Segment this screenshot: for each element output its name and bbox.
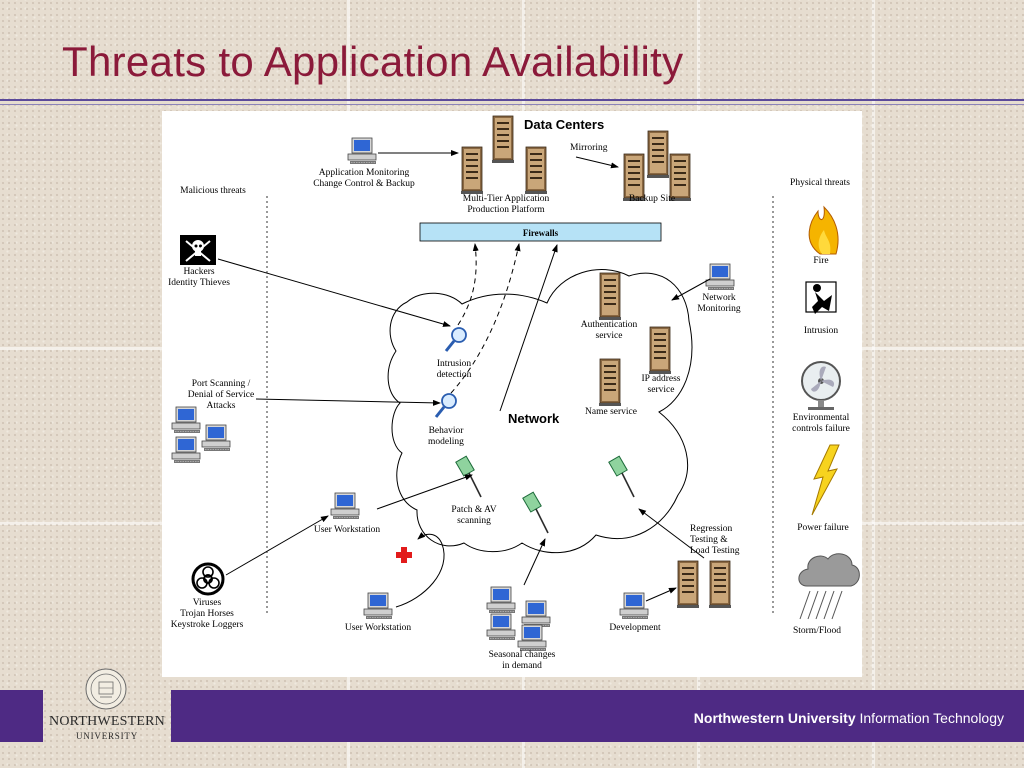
logo-subtitle: UNIVERSITY (76, 731, 138, 741)
viruses-line-3: Keystroke Loggers (170, 620, 244, 630)
port-scanning-label: Port Scanning / Denial of Service Attack… (180, 379, 262, 412)
authentication-line-1: Authentication (580, 320, 638, 330)
hackers-line-2: Identity Thieves (168, 278, 230, 288)
ip-address-label: IP address service (632, 374, 690, 396)
environmental-label: Environmental controls failure (782, 413, 860, 435)
hackers-line-1: Hackers (183, 267, 215, 277)
malicious-threats-label: Malicious threats (180, 186, 246, 196)
slide-title: Threats to Application Availability (62, 38, 684, 85)
ip-address-line-2: service (647, 385, 675, 395)
diagram-drawing (171, 115, 860, 652)
user-workstation-2-label: User Workstation (344, 623, 412, 633)
regression-label: Regression Testing & Load Testing (690, 524, 740, 557)
network-monitoring-line-1: Network (702, 293, 736, 303)
ip-address-line-1: IP address (641, 374, 681, 384)
multi-tier-label: Multi-Tier Application Production Platfo… (446, 194, 566, 216)
authentication-line-2: service (595, 331, 623, 341)
seasonal-line-2: in demand (502, 661, 542, 671)
multi-tier-line-2: Production Platform (467, 205, 545, 215)
storm-flood-label: Storm/Flood (792, 626, 842, 636)
intrusion-detection-label: Intrusion detection (428, 359, 480, 381)
name-service-label: Name service (585, 407, 637, 417)
title-rule-bottom (0, 104, 1024, 105)
footer-org: Northwestern University Information Tech… (694, 710, 1004, 726)
viruses-line-2: Trojan Horses (180, 609, 234, 619)
behavior-modeling-line-2: modeling (428, 437, 464, 447)
development-label: Development (609, 623, 661, 633)
university-seal-icon (85, 668, 127, 710)
regression-line-1: Regression (690, 524, 733, 534)
footer-band-left (0, 690, 43, 742)
power-failure-label: Power failure (797, 523, 849, 533)
regression-line-3: Load Testing (690, 546, 740, 556)
intrusion-label: Intrusion (803, 326, 839, 336)
seasonal-line-1: Seasonal changes (488, 650, 556, 660)
fire-label: Fire (813, 256, 829, 266)
patch-av-line-2: scanning (457, 516, 491, 526)
environmental-line-2: controls failure (792, 424, 850, 434)
availability-threats-diagram: Data Centers Mirroring Application Monit… (162, 111, 862, 677)
app-monitoring-line-1: Application Monitoring (318, 168, 410, 178)
firewalls-label: Firewalls (522, 228, 559, 238)
data-centers-label: Data Centers (524, 117, 605, 132)
regression-line-2: Testing & (690, 535, 728, 545)
network-monitoring-label: Network Monitoring (688, 293, 750, 315)
footer-org-bold: Northwestern University (693, 710, 856, 726)
user-workstation-1-label: User Workstation (313, 525, 381, 535)
authentication-label: Authentication service (574, 320, 644, 342)
title-rule-top (0, 99, 1024, 101)
app-monitoring-label: Application Monitoring Change Control & … (302, 168, 426, 190)
viruses-line-1: Viruses (192, 598, 222, 608)
viruses-label: Viruses Trojan Horses Keystroke Loggers (164, 598, 250, 631)
behavior-modeling-line-1: Behavior (428, 426, 464, 436)
backup-site-label: Backup Site (628, 194, 676, 204)
hackers-label: Hackers Identity Thieves (162, 267, 236, 289)
environmental-line-1: Environmental (792, 413, 850, 423)
mirroring-label: Mirroring (570, 143, 608, 153)
footer-band: Northwestern University Information Tech… (171, 690, 1024, 742)
behavior-modeling-label: Behavior modeling (420, 426, 472, 448)
intrusion-detection-line-1: Intrusion (436, 359, 472, 369)
app-monitoring-line-2: Change Control & Backup (313, 179, 415, 189)
port-scanning-line-1: Port Scanning / (191, 379, 251, 389)
physical-threats-label: Physical threats (790, 178, 850, 188)
seasonal-label: Seasonal changes in demand (478, 650, 566, 672)
patch-av-line-1: Patch & AV (451, 505, 497, 515)
port-scanning-line-2: Denial of Service (187, 390, 255, 400)
logo-wordmark: NORTHWESTERN (49, 714, 165, 729)
intrusion-detection-line-2: detection (436, 370, 472, 380)
port-scanning-line-3: Attacks (206, 401, 236, 411)
patch-av-label: Patch & AV scanning (442, 505, 506, 527)
network-monitoring-line-2: Monitoring (697, 304, 741, 314)
multi-tier-line-1: Multi-Tier Application (462, 194, 550, 204)
network-label: Network (508, 411, 560, 426)
footer-org-rest: Information Technology (855, 710, 1004, 726)
